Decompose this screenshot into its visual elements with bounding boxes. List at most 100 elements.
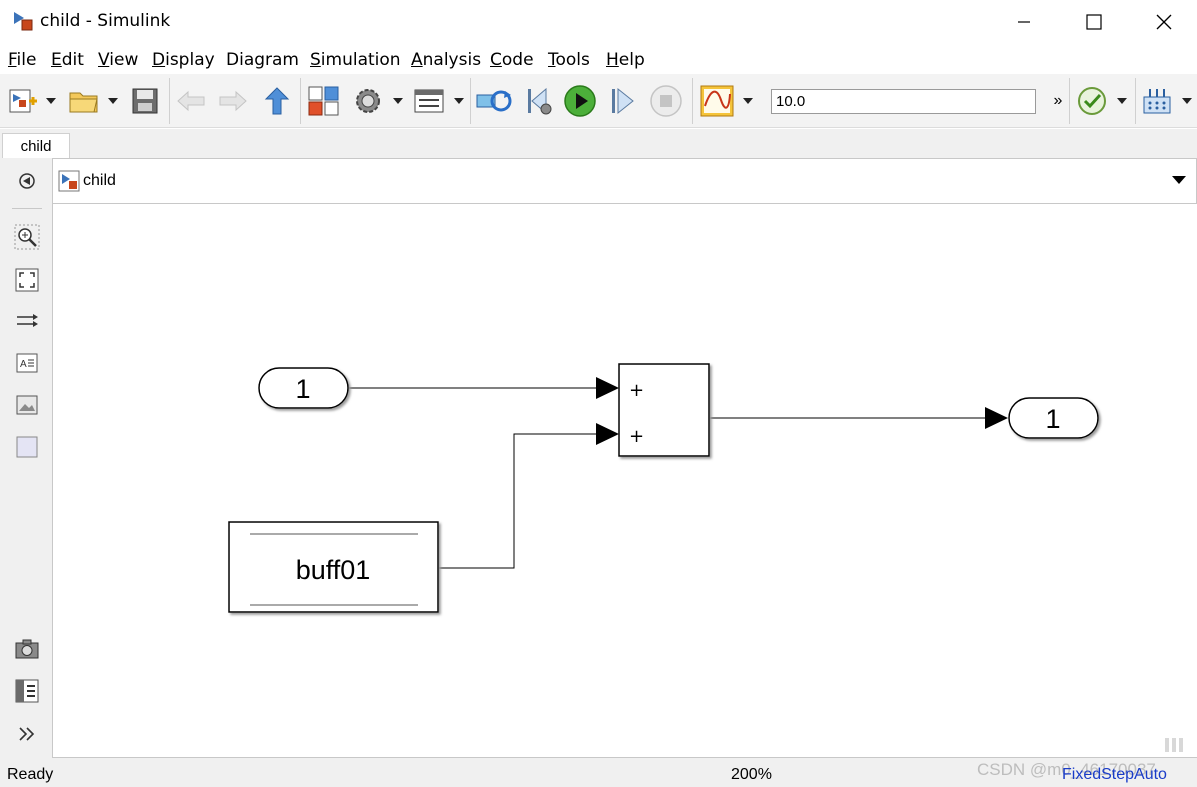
menu-analysis[interactable]: Analysis xyxy=(411,50,482,70)
menu-help[interactable]: Help xyxy=(606,50,645,70)
save-icon xyxy=(132,88,158,114)
model-settings-button[interactable] xyxy=(350,74,386,128)
library-browser-icon xyxy=(308,86,339,116)
menu-edit[interactable]: Edit xyxy=(51,50,84,70)
open-button[interactable] xyxy=(66,74,102,128)
resize-grip-icon[interactable] xyxy=(1165,738,1183,752)
sum-block[interactable]: + + xyxy=(618,363,710,457)
update-diagram-icon xyxy=(476,90,512,112)
simulink-logo-icon xyxy=(14,12,33,31)
step-back-button[interactable] xyxy=(522,74,558,128)
chevron-down-icon[interactable] xyxy=(1172,176,1186,184)
buffer-block-label: buff01 xyxy=(296,555,371,585)
close-icon xyxy=(1156,14,1172,30)
forward-icon xyxy=(219,90,247,112)
run-icon xyxy=(564,85,596,117)
property-inspector-button[interactable] xyxy=(12,676,42,706)
area-button[interactable] xyxy=(12,432,42,462)
menu-display[interactable]: Display xyxy=(152,50,215,70)
sum-sign-2: + xyxy=(629,426,644,447)
expand-palette-button[interactable] xyxy=(12,719,42,749)
simulation-data-inspector-button[interactable] xyxy=(698,74,736,128)
area-icon xyxy=(16,436,38,458)
build-button[interactable] xyxy=(1139,74,1175,128)
back-button[interactable] xyxy=(174,74,208,128)
inport-label: 1 xyxy=(295,374,310,404)
title-bar: child - Simulink xyxy=(0,0,1197,44)
outport-block[interactable]: 1 xyxy=(1008,397,1099,439)
solver-link[interactable]: FixedStepAuto xyxy=(1062,766,1167,783)
signal-lines[interactable] xyxy=(349,377,1008,569)
maximize-button[interactable] xyxy=(1059,0,1129,44)
hide-show-explorer-button[interactable] xyxy=(12,166,42,196)
menu-diagram[interactable]: Diagram xyxy=(226,50,299,70)
scope-dropdown[interactable] xyxy=(739,74,757,128)
breadcrumb-model[interactable]: child xyxy=(83,172,116,189)
stop-button[interactable] xyxy=(648,74,684,128)
new-model-button[interactable] xyxy=(6,74,40,128)
run-button[interactable] xyxy=(562,74,598,128)
outport-label: 1 xyxy=(1045,404,1060,434)
step-back-icon xyxy=(528,87,552,115)
forward-button[interactable] xyxy=(216,74,250,128)
breadcrumb: child xyxy=(52,158,1197,204)
watermark: CSDN @m0_46170037 xyxy=(977,760,1156,779)
menu-tools[interactable]: Tools xyxy=(548,50,590,70)
settings-dropdown[interactable] xyxy=(389,74,407,128)
close-button[interactable] xyxy=(1129,0,1197,44)
back-icon xyxy=(177,90,205,112)
up-button[interactable] xyxy=(260,74,294,128)
new-model-dropdown[interactable] xyxy=(42,74,60,128)
new-model-icon xyxy=(9,89,37,113)
screenshot-button[interactable] xyxy=(12,634,42,664)
explorer-dropdown[interactable] xyxy=(450,74,468,128)
zoom-icon xyxy=(14,224,40,250)
step-forward-button[interactable] xyxy=(604,74,640,128)
model-advisor-button[interactable] xyxy=(1074,74,1110,128)
zoom-level: 200% xyxy=(731,766,772,783)
hide-show-icon xyxy=(19,173,35,189)
tab-bar: child xyxy=(0,129,1197,158)
menu-view[interactable]: View xyxy=(98,50,139,70)
block-diagram: 1 + + 1 buff01 xyxy=(228,363,1183,752)
svg-text:A: A xyxy=(20,359,27,370)
image-button[interactable] xyxy=(12,390,42,420)
minimize-icon xyxy=(1018,21,1030,23)
toolbar-overflow-button[interactable]: » xyxy=(1053,92,1063,109)
model-settings-icon xyxy=(356,89,380,113)
advisor-dropdown[interactable] xyxy=(1113,74,1131,128)
menu-code[interactable]: Code xyxy=(490,50,534,70)
build-dropdown[interactable] xyxy=(1178,74,1196,128)
property-inspector-icon xyxy=(15,679,39,703)
chevron-down-icon xyxy=(1117,98,1127,104)
library-browser-button[interactable] xyxy=(305,74,343,128)
stop-time-input[interactable] xyxy=(771,89,1036,114)
model-explorer-button[interactable] xyxy=(411,74,447,128)
chevron-down-icon xyxy=(46,98,56,104)
zoom-button[interactable] xyxy=(12,222,42,252)
annotation-icon: A xyxy=(16,353,38,373)
signal-routing-button[interactable] xyxy=(12,306,42,336)
up-icon xyxy=(264,87,290,115)
chevron-down-icon xyxy=(108,98,118,104)
scope-icon xyxy=(700,85,734,117)
menu-file[interactable]: File xyxy=(8,50,37,70)
status-text: Ready xyxy=(7,766,54,783)
menu-simulation[interactable]: Simulation xyxy=(310,50,401,70)
annotation-button[interactable]: A xyxy=(12,348,42,378)
save-button[interactable] xyxy=(128,74,162,128)
step-forward-icon xyxy=(612,87,634,115)
minimize-button[interactable] xyxy=(989,0,1059,44)
fit-to-view-button[interactable] xyxy=(12,265,42,295)
inport-block[interactable]: 1 xyxy=(258,367,349,409)
update-diagram-button[interactable] xyxy=(474,74,514,128)
model-canvas[interactable]: 1 + + 1 buff01 xyxy=(52,204,1197,758)
tab-child[interactable]: child xyxy=(2,133,70,158)
chevron-down-icon xyxy=(393,98,403,104)
chevron-down-icon xyxy=(454,98,464,104)
open-dropdown[interactable] xyxy=(104,74,122,128)
model-advisor-icon xyxy=(1078,87,1106,115)
stop-icon xyxy=(650,85,682,117)
buffer-block[interactable]: buff01 xyxy=(228,521,439,613)
maximize-icon xyxy=(1086,14,1102,30)
